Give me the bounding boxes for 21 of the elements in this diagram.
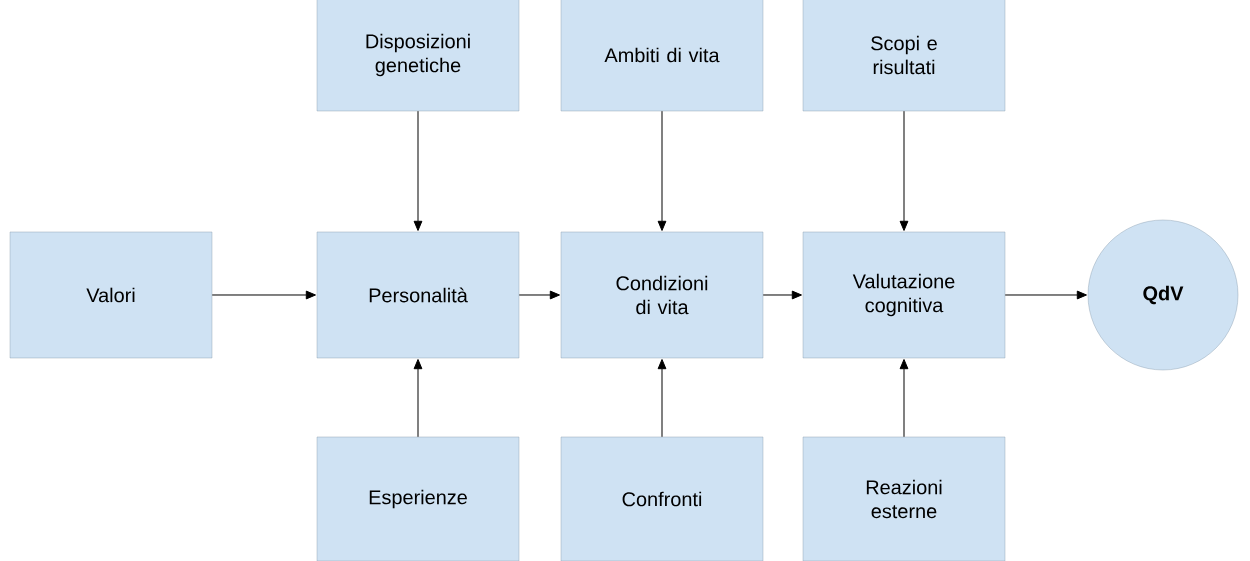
- arrow: [413, 110, 423, 231]
- arrow: [899, 110, 909, 231]
- process-box: Ambiti di vita: [560, 0, 764, 112]
- arrow: [1004, 290, 1087, 300]
- arrow: [211, 290, 316, 300]
- process-box: Esperienze: [316, 436, 520, 561]
- process-box: Personalità: [316, 231, 520, 359]
- process-box: Scopi e risultati: [802, 0, 1006, 112]
- process-box: Valutazione cognitiva: [802, 231, 1006, 359]
- arrow: [657, 359, 667, 438]
- process-box: Condizioni di vita: [560, 231, 764, 359]
- process-box: Valori: [9, 231, 213, 359]
- arrow: [899, 359, 909, 438]
- circle-node: QdV: [1087, 219, 1239, 371]
- process-box: Confronti: [560, 436, 764, 561]
- process-box: Disposizioni genetiche: [316, 0, 520, 112]
- arrow: [657, 110, 667, 231]
- process-box: Reazioni esterne: [802, 436, 1006, 561]
- arrow: [413, 359, 423, 438]
- arrow: [762, 290, 802, 300]
- arrow: [518, 290, 560, 300]
